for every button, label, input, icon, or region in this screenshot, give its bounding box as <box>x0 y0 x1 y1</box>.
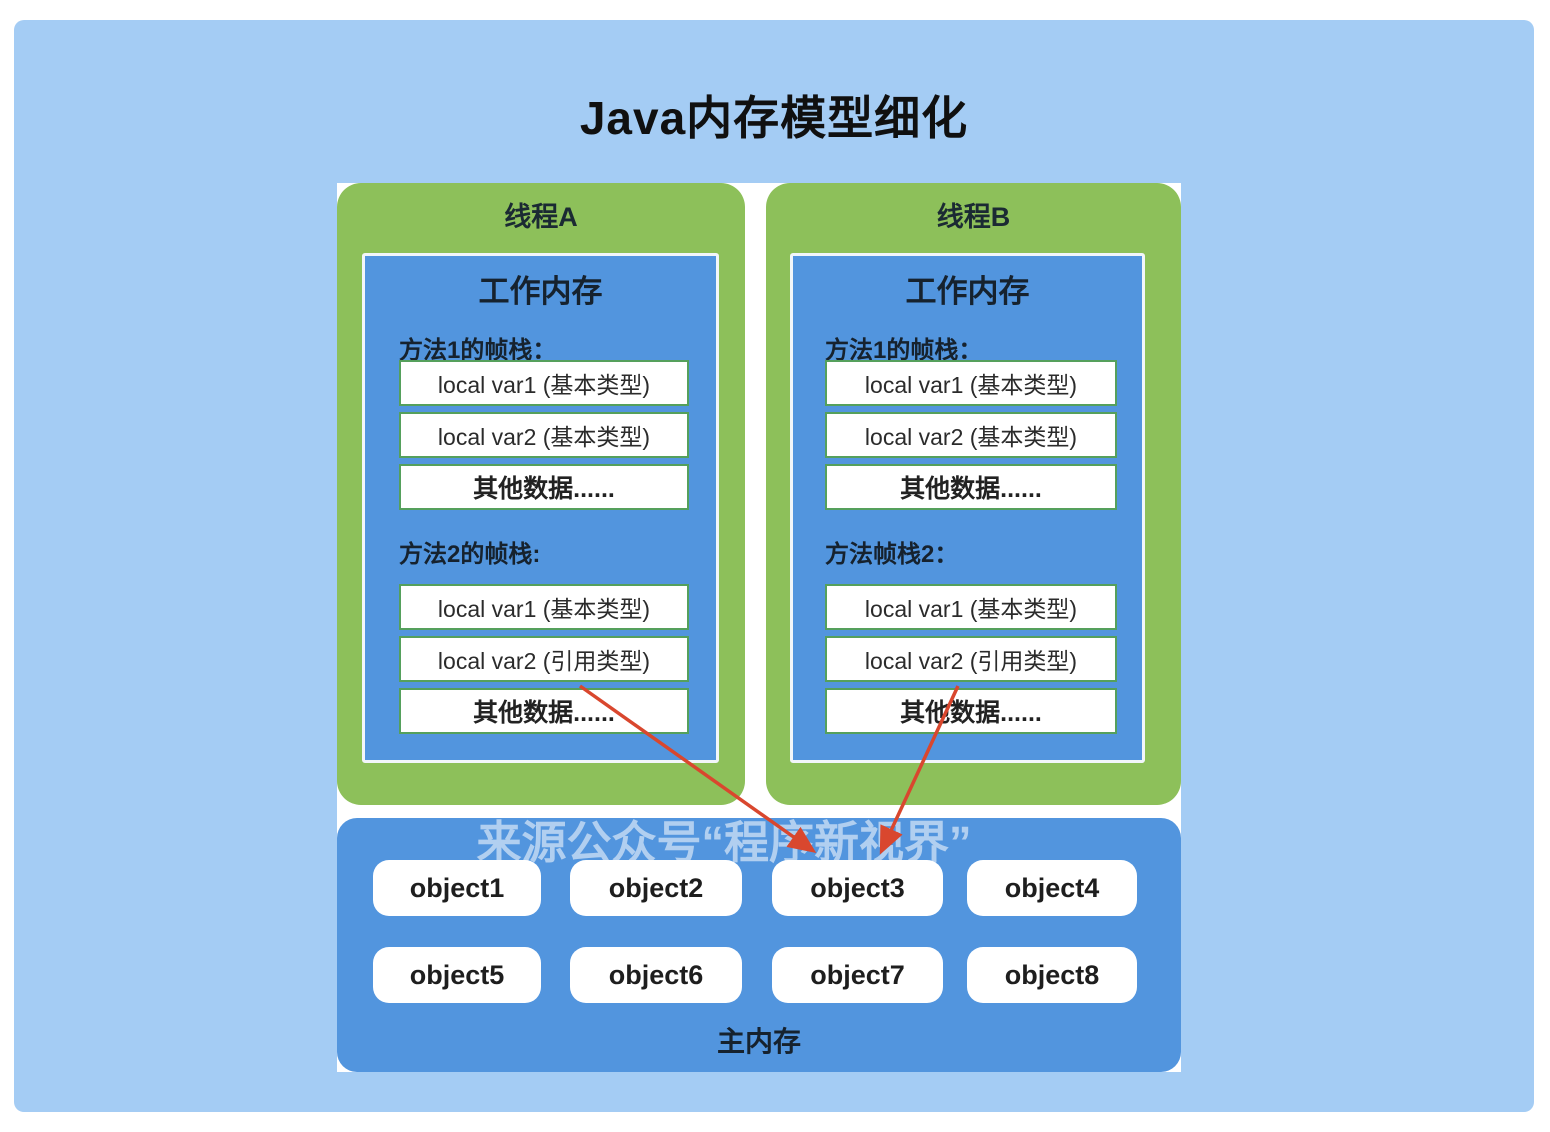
thread-b-stack1-slot-localvar1: local var1 (基本类型) <box>825 360 1117 406</box>
object2-box: object2 <box>570 860 742 916</box>
thread-a-working-memory: 工作内存 方法1的帧栈： local var1 (基本类型) local var… <box>362 253 719 763</box>
thread-b-stack1-slot-otherdata: 其他数据...... <box>825 464 1117 510</box>
main-memory-box: object1 object2 object3 object4 object5 … <box>337 818 1181 1072</box>
thread-b-stack1-label: 方法1的帧栈： <box>825 337 983 364</box>
thread-b-stack2-slot-localvar2: local var2 (引用类型) <box>825 636 1117 682</box>
object5-box: object5 <box>373 947 541 1003</box>
thread-b-title: 线程B <box>936 202 1011 232</box>
thread-a-stack1-slot-localvar2: local var2 (基本类型) <box>399 412 689 458</box>
thread-b-stack2-slot-localvar1: local var1 (基本类型) <box>825 584 1117 630</box>
thread-a-box: 线程A 工作内存 方法1的帧栈： local var1 (基本类型) local… <box>337 183 745 805</box>
thread-a-stack2-slot-otherdata: 其他数据...... <box>399 688 689 734</box>
object4-box: object4 <box>967 860 1137 916</box>
thread-b-stack2-label: 方法帧栈2： <box>825 541 959 568</box>
object7-box: object7 <box>772 947 943 1003</box>
object1-box: object1 <box>373 860 541 916</box>
object8-box: object8 <box>967 947 1137 1003</box>
thread-a-stack1-slot-localvar1: local var1 (基本类型) <box>399 360 689 406</box>
thread-a-working-memory-title: 工作内存 <box>478 274 603 309</box>
thread-b-working-memory-title: 工作内存 <box>905 274 1030 309</box>
thread-b-box: 线程B 工作内存 方法1的帧栈： local var1 (基本类型) local… <box>766 183 1181 805</box>
thread-a-stack2-label: 方法2的帧栈: <box>399 541 541 568</box>
thread-a-title: 线程A <box>504 202 578 232</box>
thread-b-stack1-slot-localvar2: local var2 (基本类型) <box>825 412 1117 458</box>
slide-background: Java内存模型细化 线程A 工作内存 方法1的帧栈： local var1 (… <box>14 20 1534 1112</box>
thread-b-stack2-slot-otherdata: 其他数据...... <box>825 688 1117 734</box>
thread-a-stack1-slot-otherdata: 其他数据...... <box>399 464 689 510</box>
thread-a-stack2-slot-localvar1: local var1 (基本类型) <box>399 584 689 630</box>
diagram-title: Java内存模型细化 <box>579 92 969 144</box>
thread-b-working-memory: 工作内存 方法1的帧栈： local var1 (基本类型) local var… <box>790 253 1145 763</box>
main-memory-label: 主内存 <box>716 1026 801 1057</box>
diagram-panel: 线程A 工作内存 方法1的帧栈： local var1 (基本类型) local… <box>337 183 1181 1072</box>
object3-box: object3 <box>772 860 943 916</box>
thread-a-stack2-slot-localvar2: local var2 (引用类型) <box>399 636 689 682</box>
object6-box: object6 <box>570 947 742 1003</box>
thread-a-stack1-label: 方法1的帧栈： <box>399 337 557 364</box>
